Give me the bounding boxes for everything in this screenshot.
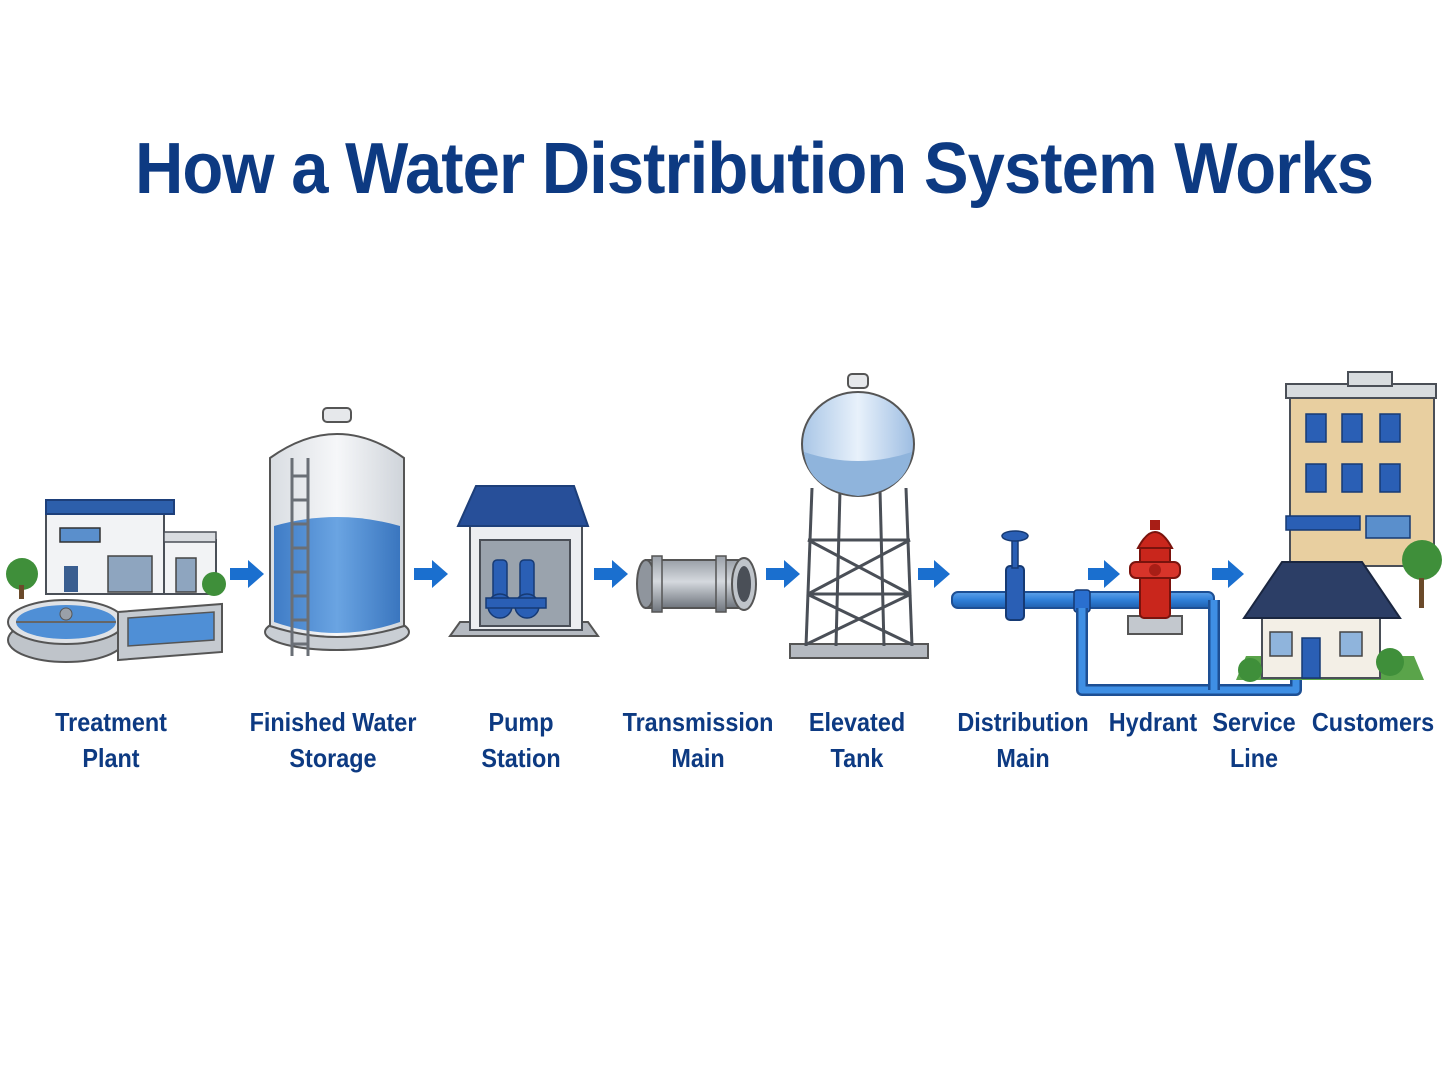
- treatment-plant-icon: [6, 499, 226, 663]
- flow-arrow: [1212, 560, 1244, 588]
- pipe-icon: [636, 555, 757, 613]
- flow-arrow: [766, 560, 800, 588]
- stage-label-hydrant: Hydrant: [1108, 707, 1198, 737]
- flow-arrow: [414, 560, 448, 588]
- flow-arrow: [594, 560, 628, 588]
- stage-label-customers: Customers: [1311, 707, 1435, 737]
- pump-station-icon: [448, 485, 600, 637]
- buildings-icon: [1236, 371, 1442, 682]
- page-title: How a Water Distribution System Works: [134, 129, 1374, 209]
- service-line-icon: [1076, 600, 1302, 696]
- flow-arrow: [230, 560, 264, 588]
- flow-arrow: [1088, 560, 1120, 588]
- flow-arrow: [918, 560, 950, 588]
- flow-arrows: [230, 560, 1244, 588]
- fire-hydrant-icon: [1127, 520, 1183, 635]
- water-tower-icon: [789, 373, 929, 659]
- storage-tank-icon: [264, 407, 410, 656]
